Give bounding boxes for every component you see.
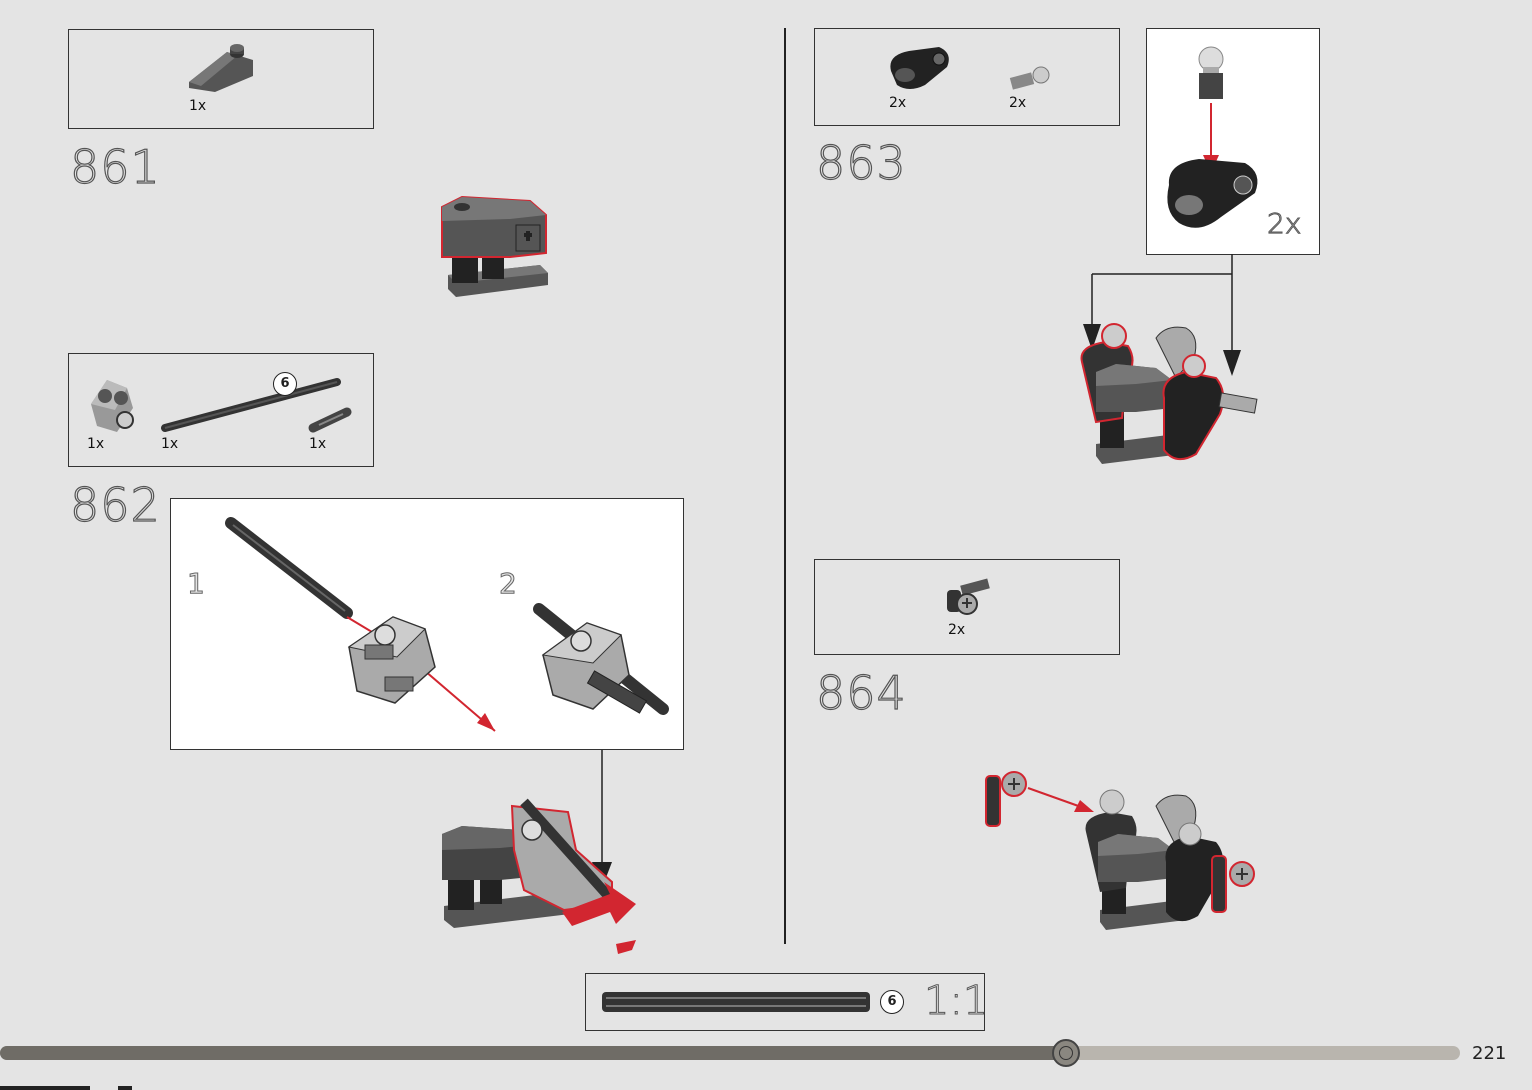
axle-pin-icon (309, 406, 353, 432)
step-number-863: 863 (816, 136, 907, 190)
page-number: 221 (1472, 1043, 1506, 1064)
parts-list-864: 2x (814, 559, 1120, 655)
substep-1-image (225, 517, 505, 737)
bottom-edge-mark-small (118, 1086, 132, 1090)
assembly-861-image (440, 195, 550, 305)
assembly-862-image (440, 800, 640, 960)
ball-socket-connector-icon (885, 41, 955, 93)
page-progress-fill (0, 1046, 1066, 1060)
scale-axle-length-badge: 6 (880, 990, 904, 1014)
parts-list-862: 1x 6 1x 1x (68, 353, 374, 467)
bottom-edge-marks (0, 1086, 90, 1090)
slope-brick-icon (187, 42, 257, 92)
axle-connector-hub-icon (943, 578, 993, 618)
assembly-863-image (1076, 318, 1266, 468)
qty-ball-pin: 2x (1009, 95, 1026, 111)
qty-axle-pin: 1x (309, 436, 326, 452)
qty-axle-connector-hub: 2x (948, 622, 965, 638)
connector-perpendicular-icon (87, 374, 135, 434)
qty-slope-brick: 1x (189, 98, 206, 114)
callout-862: 1 2 (170, 498, 684, 750)
scale-reference-box: 6 1:1 (585, 973, 985, 1031)
substep-1-label: 1 (187, 567, 205, 600)
callout-863-multiplier: 2x (1267, 207, 1301, 240)
callout-863-image (1163, 45, 1273, 245)
qty-connector-perpendicular: 1x (87, 436, 104, 452)
page-column-divider (784, 28, 786, 944)
assembly-864-image (980, 756, 1270, 936)
page-progress-knob (1052, 1039, 1080, 1067)
axle-6-scale-icon (602, 990, 872, 1014)
ball-pin-icon (1009, 65, 1051, 91)
step-number-862: 862 (70, 478, 161, 532)
qty-axle-6: 1x (161, 436, 178, 452)
substep-2-image (533, 605, 673, 725)
step-number-861: 861 (70, 140, 161, 194)
callout-863: 2x (1146, 28, 1320, 255)
step-number-864: 864 (816, 666, 907, 720)
axle-length-badge: 6 (273, 372, 297, 396)
qty-ball-socket-connector: 2x (889, 95, 906, 111)
parts-list-863: 2x 2x (814, 28, 1120, 126)
scale-ratio-label: 1:1 (924, 978, 988, 1024)
parts-list-861: 1x (68, 29, 374, 129)
